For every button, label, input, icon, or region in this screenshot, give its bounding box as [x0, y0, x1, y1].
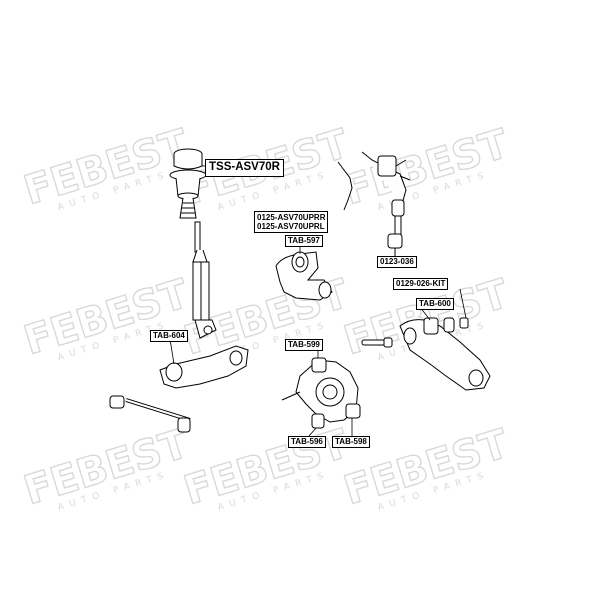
callout-0123-036: 0123-036 — [377, 256, 417, 268]
callout-tss-asv70r: TSS-ASV70R — [205, 159, 284, 177]
callout-upper-arm-right: 0125-ASV70UPRR — [257, 213, 326, 222]
callout-tab-597: TAB-597 — [285, 235, 323, 247]
trailing-arm-drawing — [109, 345, 249, 433]
callout-upper-arm-left: 0125-ASV70UPRL — [257, 222, 325, 232]
callout-tab-599: TAB-599 — [285, 339, 323, 351]
callout-tab-600: TAB-600 — [416, 298, 454, 310]
knuckle-drawing — [281, 357, 361, 429]
callout-tab-604: TAB-604 — [150, 330, 188, 342]
svg-text:FEBEST: FEBEST — [339, 421, 514, 514]
callout-tab-598: TAB-598 — [332, 436, 370, 448]
callout-0129-026-kit: 0129-026-KIT — [393, 278, 449, 290]
lower-arm-drawing — [361, 317, 491, 391]
svg-text:FEBEST: FEBEST — [19, 421, 194, 514]
svg-text:FEBEST: FEBEST — [179, 421, 354, 514]
callout-tab-596: TAB-596 — [288, 436, 326, 448]
svg-text:FEBEST: FEBEST — [19, 271, 194, 364]
svg-text:FEBEST: FEBEST — [339, 121, 514, 214]
callout-upper-arm-part-numbers: 0125-ASV70UPRR 0125-ASV70UPRL — [254, 211, 329, 234]
svg-text:FEBEST: FEBEST — [19, 121, 194, 214]
stabilizer-drawing — [337, 151, 411, 258]
